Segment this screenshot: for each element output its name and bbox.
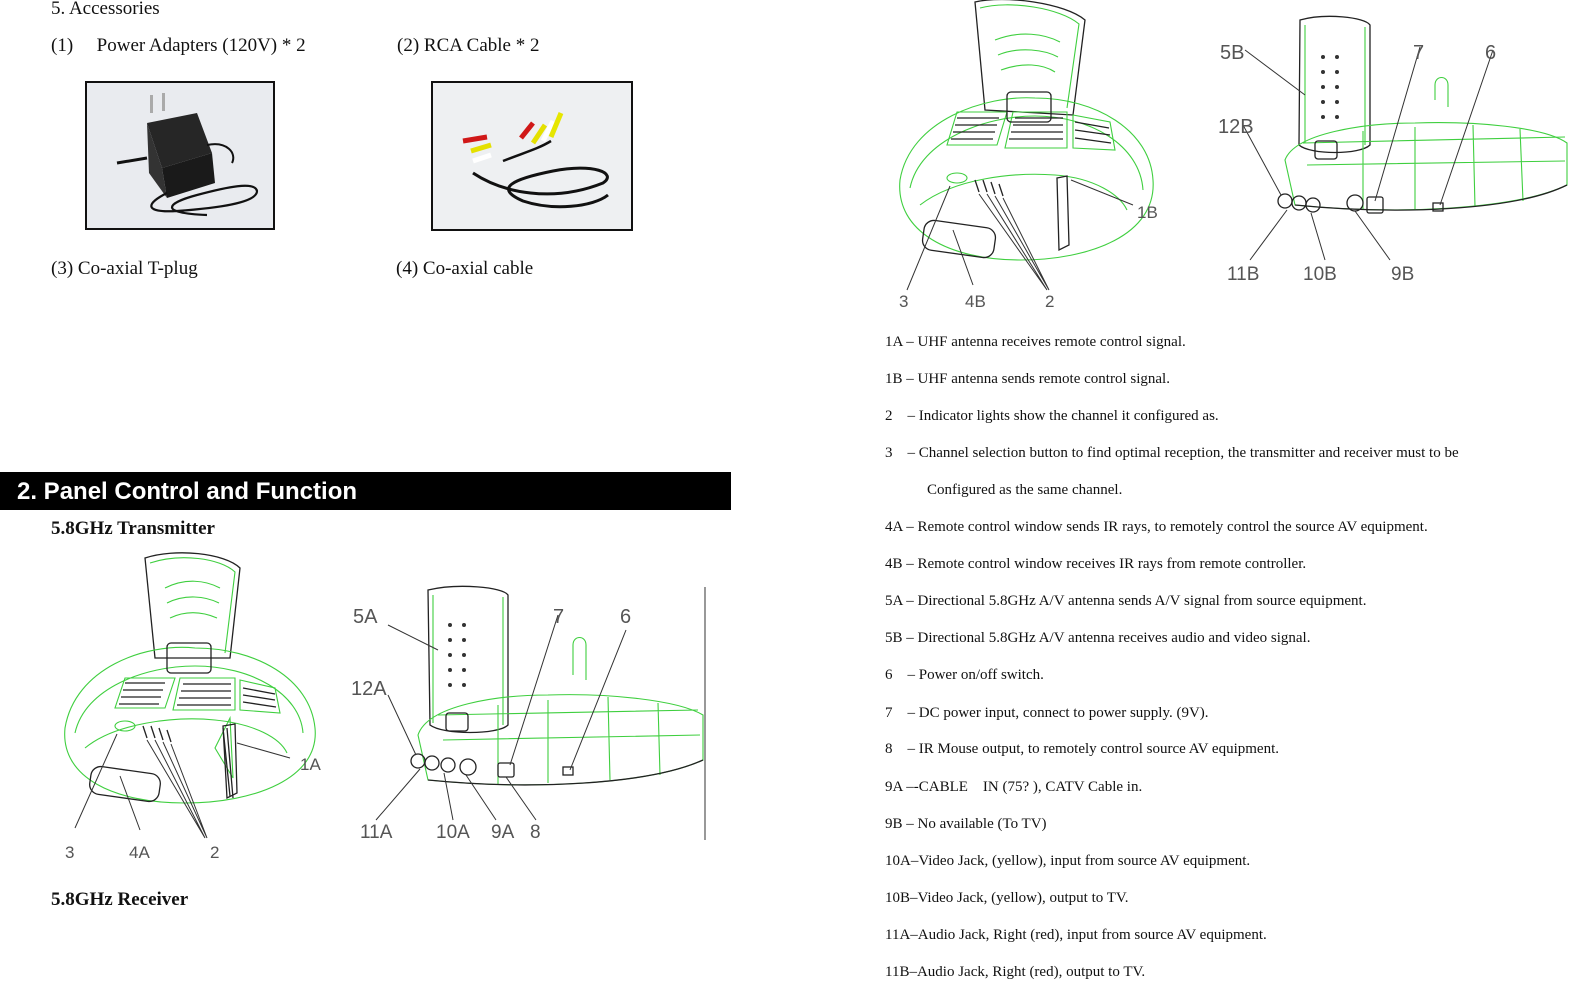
transmitter-back-label: 11A xyxy=(360,822,393,843)
transmitter-title: 5.8GHz Transmitter xyxy=(51,518,215,539)
accessory-item-3-number: (3) xyxy=(51,258,78,279)
description-item: 11A–Audio Jack, Right (red), input from … xyxy=(885,927,1267,943)
receiver-front-label: 1B xyxy=(1137,203,1158,222)
description-item: 4B – Remote control window receives IR r… xyxy=(885,556,1307,572)
description-item: 1B – UHF antenna sends remote control si… xyxy=(885,371,1170,387)
transmitter-back-label: 7 xyxy=(553,606,564,628)
section-banner: 2. Panel Control and Function xyxy=(0,472,731,510)
transmitter-back-label: 10A xyxy=(436,822,470,843)
description-item: 8 – IR Mouse output, to remotely control… xyxy=(885,741,1279,757)
transmitter-front-label: 3 xyxy=(65,843,74,862)
description-item: 10A–Video Jack, (yellow), input from sou… xyxy=(885,853,1251,869)
transmitter-back-label: 9A xyxy=(491,822,515,843)
accessory-item-1-number: (1) xyxy=(51,35,74,56)
transmitter-back-diagram: 5A 12A 7 6 11A 10A 9A 8 xyxy=(351,585,706,843)
receiver-back-label: 5B xyxy=(1220,42,1244,64)
transmitter-back-label: 6 xyxy=(620,606,631,628)
accessory-item-2-label: (2) RCA Cable * 2 xyxy=(397,35,540,56)
receiver-back-label: 11B xyxy=(1227,264,1259,285)
receiver-front-diagram: 3 4B 2 1B xyxy=(899,0,1158,311)
transmitter-back-label: 12A xyxy=(351,678,387,700)
description-item: 10B–Video Jack, (yellow), output to TV. xyxy=(885,890,1129,906)
accessory-item-1: (1) Power Adapters (120V) * 2 xyxy=(51,35,306,57)
accessory-item-4: (4) Co-axial cable xyxy=(396,258,533,280)
receiver-back-label: 9B xyxy=(1391,264,1414,285)
receiver-front-label: 4B xyxy=(965,292,986,311)
receiver-front-label: 2 xyxy=(1045,292,1054,311)
receiver-front-label: 3 xyxy=(899,292,908,311)
receiver-back-label: 10B xyxy=(1303,264,1337,285)
accessory-item-3: (3) Co-axial T-plug xyxy=(51,258,198,280)
accessory-item-1-label: Power Adapters (120V) * 2 xyxy=(96,35,306,56)
description-item: 9A –-CABLE IN (75? ), CATV Cable in. xyxy=(885,779,1143,795)
description-item: 4A – Remote control window sends IR rays… xyxy=(885,519,1428,535)
transmitter-front-label: 2 xyxy=(210,843,219,862)
receiver-back-label: 7 xyxy=(1413,42,1424,64)
description-item: 3 – Channel selection button to find opt… xyxy=(885,445,1459,461)
receiver-title: 5.8GHz Receiver xyxy=(51,889,189,910)
description-item: 9B – No available (To TV) xyxy=(885,816,1047,832)
accessories-heading: 5. Accessories xyxy=(51,0,160,19)
description-item: 5A – Directional 5.8GHz A/V antenna send… xyxy=(885,593,1367,609)
description-item: 5B – Directional 5.8GHz A/V antenna rece… xyxy=(885,630,1311,646)
description-item: 6 – Power on/off switch. xyxy=(885,667,1044,683)
description-item: 7 – DC power input, connect to power sup… xyxy=(885,705,1209,721)
description-item-continued: Configured as the same channel. xyxy=(927,482,1123,498)
description-item: 2 – Indicator lights show the channel it… xyxy=(885,408,1219,424)
rca-cable-photo xyxy=(431,81,633,231)
description-item: 11B–Audio Jack, Right (red), output to T… xyxy=(885,964,1146,980)
power-adapter-photo xyxy=(85,81,275,230)
transmitter-front-diagram: 3 4A 2 1A xyxy=(64,552,321,862)
transmitter-back-label: 8 xyxy=(530,822,541,843)
transmitter-front-label: 4A xyxy=(129,843,150,862)
receiver-back-diagram: 5B 12B 7 6 11B 10B 9B xyxy=(1218,15,1568,285)
description-item: 1A – UHF antenna receives remote control… xyxy=(885,334,1186,350)
transmitter-front-label: 1A xyxy=(300,755,321,774)
transmitter-back-label: 5A xyxy=(353,606,378,628)
receiver-back-label: 6 xyxy=(1485,42,1496,64)
accessory-item-4-label: Co-axial cable xyxy=(422,258,534,279)
accessory-item-3-label: Co-axial T-plug xyxy=(77,258,198,279)
receiver-back-label: 12B xyxy=(1218,116,1254,138)
accessory-item-4-number: (4) xyxy=(396,258,423,279)
